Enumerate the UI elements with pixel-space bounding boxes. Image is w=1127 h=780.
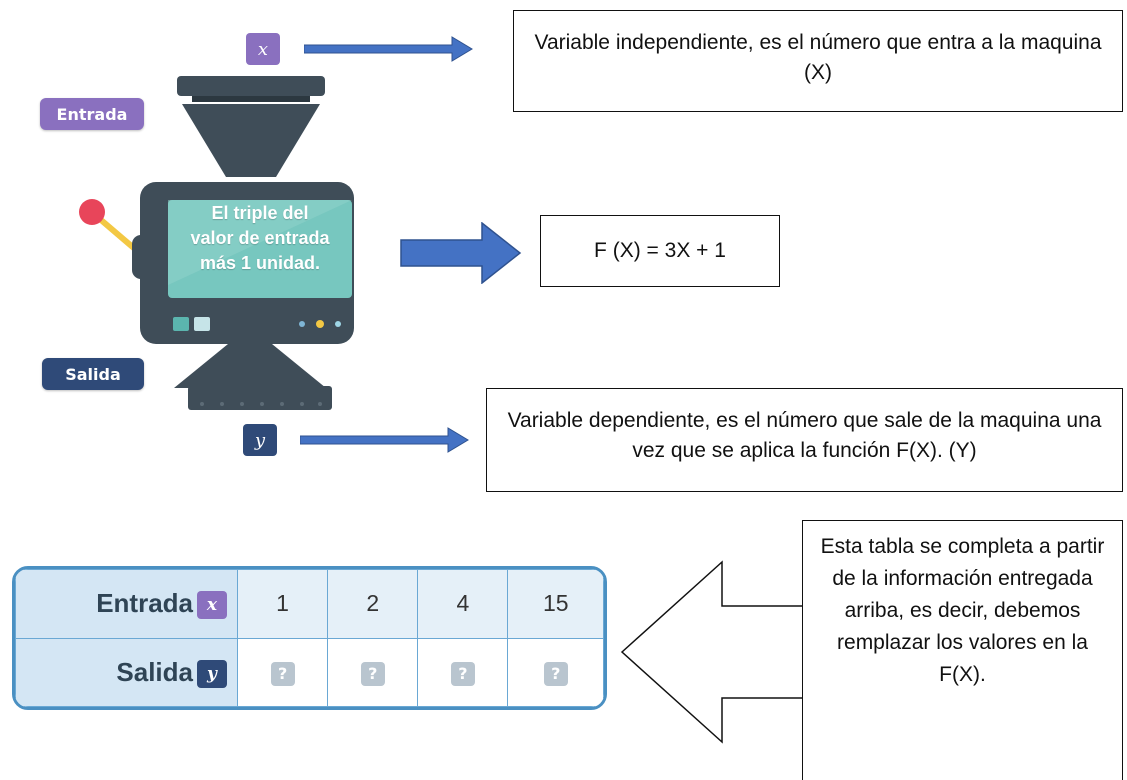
input-funnel <box>182 104 320 177</box>
arrow-to-formula <box>400 222 522 284</box>
entrada-cell: 4 <box>417 569 509 639</box>
question-mark-icon: ? <box>270 662 295 687</box>
lever-knob <box>79 199 105 225</box>
question-mark-icon: ? <box>543 662 568 687</box>
indicator-square-1 <box>173 317 189 331</box>
output-funnel <box>174 344 326 388</box>
machine-screen-text: El triple del valor de entrada más 1 uni… <box>168 201 352 276</box>
screen-line-1: El triple del <box>211 203 309 223</box>
entrada-cell: 15 <box>507 569 604 639</box>
question-mark-icon: ? <box>450 662 475 687</box>
question-mark-icon: ? <box>360 662 385 687</box>
entrada-cell: 2 <box>327 569 419 639</box>
indicator-square-2 <box>194 317 210 331</box>
hopper-cap <box>177 76 325 96</box>
salida-cell: ? <box>236 637 329 707</box>
formula-box: F (X) = 3X + 1 <box>540 215 780 287</box>
entrada-var-chip: x <box>197 591 227 620</box>
machine-graphic <box>79 76 354 410</box>
indicator-dot-3 <box>335 321 341 327</box>
hollow-left-arrow <box>620 560 807 744</box>
indicator-dot-1 <box>299 321 305 327</box>
arrow-to-independent <box>304 36 473 62</box>
output-variable-chip: y <box>243 424 277 456</box>
indicator-dot-2 <box>316 320 324 328</box>
entrada-cell: 1 <box>236 569 329 639</box>
screen-line-3: más 1 unidad. <box>199 253 321 273</box>
salida-cell: ? <box>327 637 419 707</box>
salida-header-label: Salida <box>116 656 193 687</box>
input-variable-chip: x <box>246 33 280 65</box>
table-explanation-note: Esta tabla se completa a partir de la in… <box>802 520 1123 780</box>
arrow-to-dependent <box>300 427 469 453</box>
screen-line-2: valor de entrada <box>190 228 330 248</box>
entrada-label: Entrada <box>40 98 144 130</box>
salida-cell: ? <box>417 637 509 707</box>
entrada-header-label: Entrada <box>96 588 193 619</box>
salida-cell: ? <box>507 637 604 707</box>
output-tray <box>188 386 332 410</box>
salida-var-chip: y <box>197 659 227 688</box>
salida-label: Salida <box>42 358 144 390</box>
dependent-variable-note: Variable dependiente, es el número que s… <box>486 388 1123 492</box>
independent-variable-note: Variable independiente, es el número que… <box>513 10 1123 112</box>
